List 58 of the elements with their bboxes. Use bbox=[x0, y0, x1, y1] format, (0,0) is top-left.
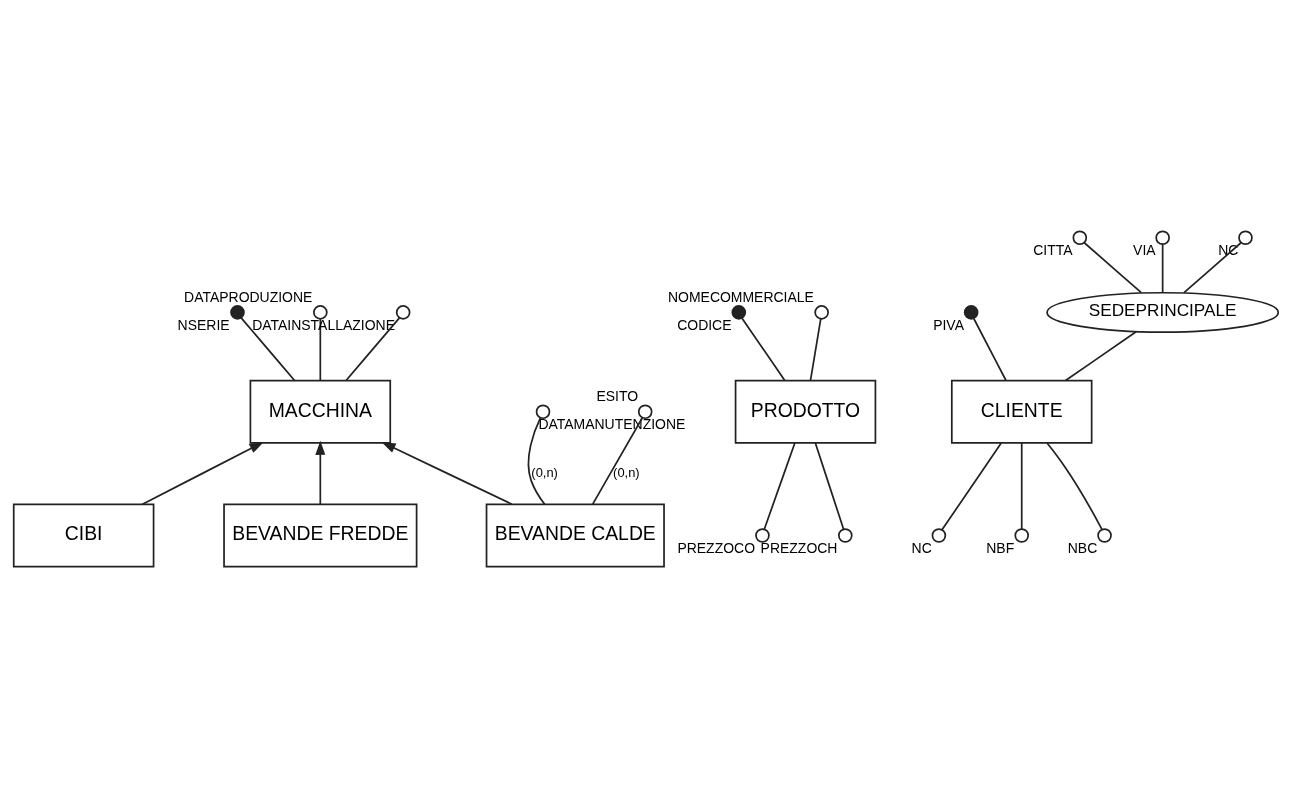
connector bbox=[345, 316, 401, 382]
connector bbox=[814, 442, 845, 531]
connector bbox=[763, 442, 796, 531]
node-label: DATAPRODUZIONE bbox=[184, 289, 313, 306]
connector bbox=[240, 316, 296, 382]
node-label: NOMECOMMERCIALE bbox=[667, 289, 814, 306]
node-circle bbox=[313, 305, 328, 320]
node-circle bbox=[395, 305, 411, 320]
node-circle bbox=[963, 305, 979, 320]
node-label: ESITO bbox=[596, 388, 639, 405]
connector bbox=[591, 416, 644, 505]
node-box: BEVANDE CALDE bbox=[485, 503, 665, 568]
arrow bbox=[141, 441, 264, 506]
node-circle bbox=[814, 305, 829, 320]
connector bbox=[741, 317, 786, 382]
edge-label: (0,n) bbox=[613, 464, 640, 480]
connector bbox=[941, 442, 1002, 531]
node-ellipse: SEDEPRINCIPALE bbox=[1046, 291, 1280, 333]
node-circle bbox=[1155, 230, 1170, 246]
node-label: NSERIE bbox=[177, 317, 230, 334]
node-label: NBF bbox=[986, 540, 1015, 557]
connector bbox=[972, 317, 1007, 382]
node-label: NBC bbox=[1067, 540, 1098, 557]
connector bbox=[1020, 442, 1023, 530]
node-label: VIA bbox=[1133, 242, 1156, 259]
node-box: CLIENTE bbox=[950, 379, 1093, 444]
node-label: PIVA bbox=[933, 317, 964, 334]
node-circle bbox=[1014, 528, 1030, 543]
node-circle bbox=[1072, 230, 1088, 246]
node-label: NC bbox=[911, 540, 932, 557]
node-label: PREZZOCO bbox=[677, 540, 756, 557]
connector bbox=[809, 317, 822, 382]
node-circle bbox=[731, 305, 747, 320]
arrow bbox=[315, 440, 326, 505]
node-box: MACCHINA bbox=[249, 379, 392, 444]
node-box: CIBI bbox=[12, 503, 155, 568]
node-label: PREZZOCH bbox=[760, 540, 838, 557]
connector bbox=[527, 417, 546, 506]
connector bbox=[1183, 241, 1242, 294]
node-box: PRODOTTO bbox=[734, 379, 877, 444]
node-circle bbox=[1238, 230, 1253, 246]
connector bbox=[1083, 241, 1143, 294]
node-circle bbox=[1097, 528, 1112, 543]
node-circle bbox=[755, 528, 770, 543]
edge-label: (0,n) bbox=[531, 464, 558, 480]
node-circle bbox=[931, 528, 947, 543]
connector bbox=[319, 318, 322, 382]
node-circle bbox=[838, 528, 853, 543]
connector bbox=[1161, 243, 1164, 294]
node-circle bbox=[637, 404, 653, 420]
connector bbox=[1064, 330, 1137, 382]
node-circle bbox=[230, 305, 245, 320]
node-box: BEVANDE FREDDE bbox=[223, 503, 418, 568]
node-label: CITTA bbox=[1033, 242, 1073, 259]
node-label: CODICE bbox=[677, 317, 732, 334]
node-circle bbox=[535, 404, 551, 420]
arrow bbox=[381, 442, 513, 506]
connector bbox=[1046, 442, 1103, 531]
